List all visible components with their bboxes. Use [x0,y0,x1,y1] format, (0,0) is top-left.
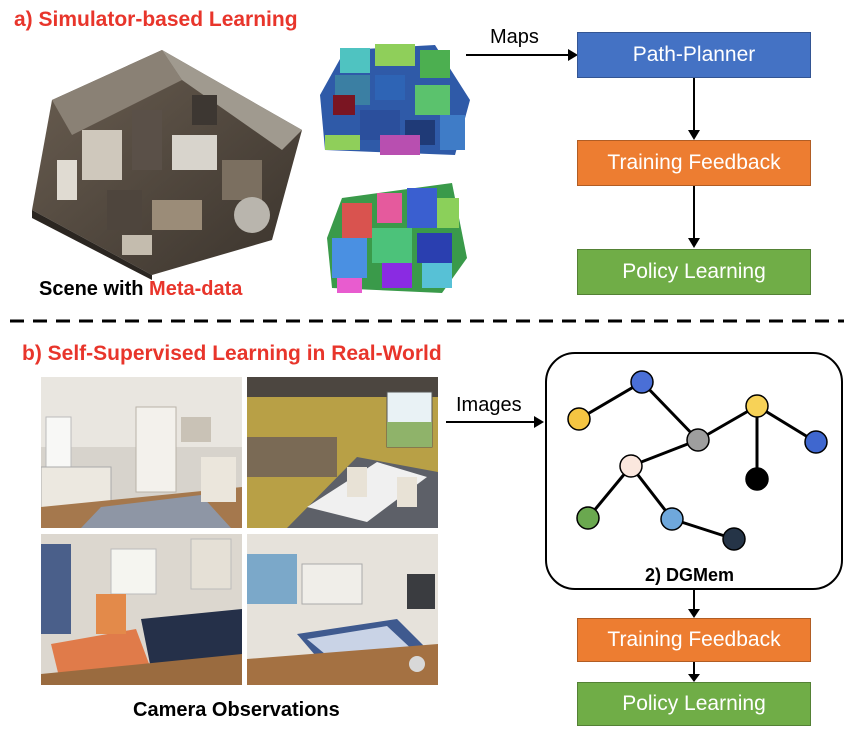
graph-node [804,430,828,454]
policy-learning-label-b: Policy Learning [622,692,766,715]
training-feedback-box-b: Training Feedback [577,618,811,662]
dgmem-panel [545,352,843,590]
maps-arrow [466,49,578,61]
training-feedback-label-b: Training Feedback [607,628,781,651]
camera-photo-4 [247,534,438,685]
training-feedback-box-a: Training Feedback [577,140,811,186]
arrow-feedback-to-policy-a [688,186,700,248]
semantic-map-bottom [327,183,467,293]
camera-photo-1 [41,377,242,528]
edge-n2-n1 [578,380,643,421]
graph-node [722,527,746,551]
dgmem-label: 2) DGMem [645,565,735,585]
scene-3d-render [32,50,302,280]
policy-learning-box-b: Policy Learning [577,682,811,726]
graph-node [660,507,684,531]
semantic-map-top [320,44,470,155]
camera-photo-2 [247,377,438,528]
dgmem-graph [567,370,828,551]
arrow-planner-to-feedback [688,78,700,140]
images-edge-label: Images [456,394,522,416]
graph-node [619,454,643,478]
edge-n1-n4 [640,380,700,442]
maps-edge-label: Maps [490,26,539,48]
graph-node [576,506,600,530]
arrow-dgmem-to-feedback [688,590,700,618]
graph-node [686,428,710,452]
scene-caption-prefix: Scene with [39,278,150,300]
policy-learning-box-a: Policy Learning [577,249,811,295]
edge-n4-n6 [630,438,699,468]
camera-photo-3 [41,534,242,685]
training-feedback-label-a: Training Feedback [607,151,781,174]
graph-node [567,407,591,431]
section-a-title: a) Simulator-based Learning [14,8,298,31]
path-planner-label: Path-Planner [632,43,756,66]
policy-learning-label-a: Policy Learning [622,260,766,283]
graph-node [745,394,769,418]
path-planner-box: Path-Planner [577,32,811,78]
scene-caption: Scene with Meta-data [39,278,242,301]
photos-caption: Camera Observations [133,699,340,721]
images-arrow [446,416,544,428]
scene-caption-highlight: Meta-data [149,278,243,300]
section-b-title: b) Self-Supervised Learning in Real-Worl… [22,342,442,365]
section-divider [10,319,844,323]
arrow-feedback-to-policy-b [688,662,700,682]
graph-node [745,467,769,491]
graph-node [630,370,654,394]
